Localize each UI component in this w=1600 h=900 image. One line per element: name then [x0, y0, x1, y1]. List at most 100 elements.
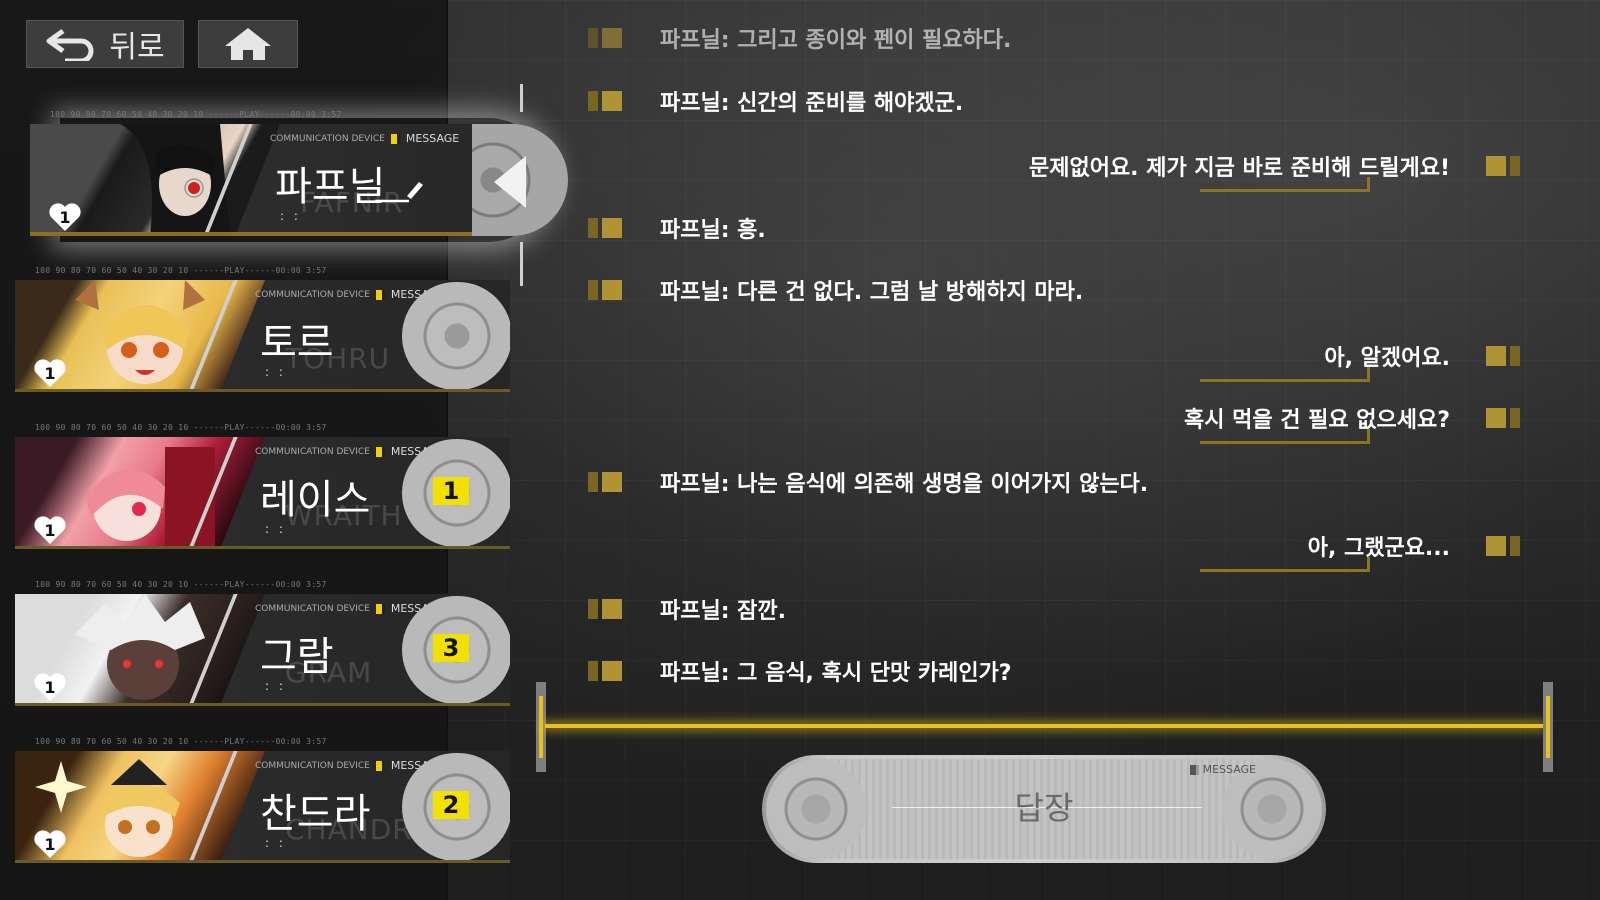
contact-name: 레이스: [260, 477, 371, 523]
status-dots: : :: [265, 522, 286, 536]
status-dots: : :: [280, 209, 301, 223]
message-text: 혹시 먹을 건 필요 없으세요?: [1183, 408, 1450, 433]
contact-name-en: GRAM: [285, 656, 373, 689]
background-pattern: [445, 0, 1600, 900]
reply-disc-right: [1222, 759, 1322, 859]
back-arrow-icon: [46, 28, 94, 61]
home-icon: [225, 28, 271, 60]
chat-message-right: 아, 그랬군요...: [1200, 530, 1520, 572]
contact-chandra[interactable]: 100 90 80 70 60 50 40 30 20 10 ------PLA…: [15, 737, 510, 863]
scroll-divider-bottom: [520, 242, 523, 286]
heart-icon: 1: [34, 516, 66, 544]
contact-name-en: WRAITH: [285, 499, 403, 532]
chat-message-right: 혹시 먹을 건 필요 없으세요?: [1183, 402, 1520, 444]
contact-ruler: 100 90 80 70 60 50 40 30 20 10 ------PLA…: [35, 423, 327, 432]
home-button[interactable]: [198, 20, 298, 68]
reply-message-tag: MESSAGE: [1189, 763, 1256, 776]
bullet-icon: [1486, 346, 1520, 366]
message-text: 파프닐: 그리고 종이와 펜이 필요하다.: [660, 28, 1012, 53]
chat-message-right: 문제없어요. 제가 지금 바로 준비해 드릴게요!: [1028, 150, 1520, 192]
message-text: 아, 그랬군요...: [1307, 536, 1450, 561]
contact-tohru[interactable]: 100 90 80 70 60 50 40 30 20 10 ------PLA…: [15, 266, 510, 392]
chat-log[interactable]: 파프닐: 그리고 종이와 펜이 필요하다. 파프닐: 신간의 준비를 해야겠군.…: [0, 0, 1600, 700]
progress-line: [545, 724, 1543, 728]
message-underline: [1200, 429, 1370, 444]
status-dots: : :: [265, 679, 286, 693]
chat-message-left: 파프닐: 흥.: [588, 212, 766, 244]
progress-bracket-right: [1543, 682, 1553, 772]
bullet-icon: [1486, 408, 1520, 428]
bullet-icon: [588, 28, 622, 48]
heart-count: 1: [44, 364, 55, 383]
message-underline: [1200, 557, 1370, 572]
chat-message-left: 파프닐: 다른 건 없다. 그럼 날 방해하지 마라.: [588, 274, 1083, 306]
chat-message-left: 파프닐: 잠깐.: [588, 593, 786, 625]
contact-ruler: 100 90 80 70 60 50 40 30 20 10 ------PLA…: [35, 580, 327, 589]
message-text: 파프닐: 다른 건 없다. 그럼 날 방해하지 마라.: [660, 280, 1084, 305]
bullet-icon: [588, 218, 622, 238]
bullet-icon: [588, 91, 622, 111]
bullet-icon: [588, 599, 622, 619]
reply-button-face: [816, 759, 1272, 859]
contact-name: 파프닐: [275, 164, 386, 210]
heart-icon: 1: [34, 673, 66, 701]
bullet-icon: [1486, 156, 1520, 176]
message-text: 문제없어요. 제가 지금 바로 준비해 드릴게요!: [1028, 156, 1450, 181]
unread-badge: 1: [433, 477, 469, 505]
message-text: 파프닐: 그 음식, 혹시 단맛 카레인가?: [660, 661, 1012, 686]
portrait-fafnir: [30, 124, 280, 232]
status-dots: : :: [265, 836, 286, 850]
message-text: 파프닐: 잠깐.: [660, 599, 787, 624]
contact-fafnir[interactable]: 100 90 80 70 60 50 40 30 20 10 ------PLA…: [30, 110, 472, 236]
status-dots: : :: [265, 365, 286, 379]
contact-ruler: 100 90 80 70 60 50 40 30 20 10 ------PLA…: [35, 266, 327, 275]
reply-label: 답장: [1014, 789, 1074, 827]
message-text: 아, 알겠어요.: [1324, 346, 1450, 371]
reply-disc-left: [766, 759, 866, 859]
bullet-icon: [588, 472, 622, 492]
contact-ruler: 100 90 80 70 60 50 40 30 20 10 ------PLA…: [50, 110, 342, 119]
contact-gram[interactable]: 100 90 80 70 60 50 40 30 20 10 ------PLA…: [15, 580, 510, 706]
message-underline: [1200, 177, 1370, 192]
chat-message-left: 파프닐: 신간의 준비를 해야겠군.: [588, 85, 963, 117]
selected-arrow-icon: [494, 156, 526, 208]
heart-icon: 1: [49, 203, 81, 231]
message-text: 파프닐: 흥.: [660, 218, 766, 243]
contact-name-en: TOHRU: [285, 342, 391, 375]
contact-wraith[interactable]: 100 90 80 70 60 50 40 30 20 10 ------PLA…: [15, 423, 510, 549]
back-button[interactable]: 뒤로: [26, 20, 184, 68]
progress-bracket-left: [536, 682, 546, 772]
chat-message-left: 파프닐: 그 음식, 혹시 단맛 카레인가?: [588, 655, 1012, 687]
contact-disc: [402, 282, 510, 389]
heart-icon: 1: [34, 830, 66, 858]
contact-name: 찬드라: [260, 791, 371, 837]
message-text: 파프닐: 신간의 준비를 해야겠군.: [660, 91, 964, 116]
heart-icon: 1: [34, 359, 66, 387]
back-button-label: 뒤로: [109, 30, 165, 65]
contact-name: 토르: [260, 320, 334, 366]
portrait-gram: [15, 594, 265, 703]
contact-name-en: FAFNIR: [300, 186, 404, 219]
message-underline: [1200, 367, 1370, 382]
chat-message-right: 아, 알겠어요.: [1200, 340, 1520, 382]
heart-count: 1: [44, 521, 55, 540]
scroll-divider-top: [520, 84, 523, 112]
reply-button[interactable]: MESSAGE 답장: [762, 755, 1326, 863]
unread-badge: 3: [433, 634, 469, 662]
heart-count: 1: [59, 208, 70, 227]
contact-ruler: 100 90 80 70 60 50 40 30 20 10 ------PLA…: [35, 737, 327, 746]
heart-count: 1: [44, 678, 55, 697]
message-text: 파프닐: 나는 음식에 의존해 생명을 이어가지 않는다.: [660, 472, 1149, 497]
bullet-icon: [588, 661, 622, 681]
reply-divider: [892, 807, 1202, 808]
contact-name: 그람: [260, 634, 334, 680]
bullet-icon: [1486, 536, 1520, 556]
unread-badge: 2: [433, 791, 469, 819]
chat-message-left: 파프닐: 그리고 종이와 펜이 필요하다.: [588, 22, 1011, 54]
